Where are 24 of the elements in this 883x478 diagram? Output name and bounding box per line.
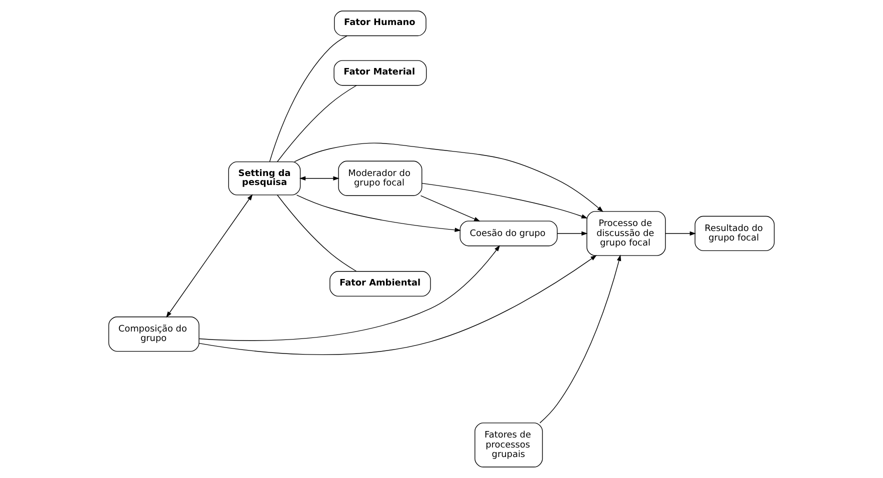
connector xyxy=(276,85,357,162)
node-box: Resultado do grupo focal xyxy=(694,216,775,252)
arrow xyxy=(299,176,340,181)
arrow xyxy=(556,231,588,236)
arrow xyxy=(665,231,696,236)
arrow xyxy=(422,182,588,218)
connector xyxy=(269,35,348,162)
arrow xyxy=(198,255,597,356)
node-box: Moderador do grupo focal xyxy=(338,160,422,196)
arrow xyxy=(198,245,500,341)
connector xyxy=(276,194,357,272)
arrow xyxy=(540,254,622,424)
node-box: Fator Humano xyxy=(334,10,426,36)
arrow xyxy=(296,194,461,232)
node-box: Setting da pesquisa xyxy=(228,162,301,196)
node-box: Fator Material xyxy=(334,60,427,86)
arrow xyxy=(420,195,480,222)
node-box: Fatores de processos grupais xyxy=(474,422,543,468)
node-box: Composição do grupo xyxy=(108,316,200,352)
arrow xyxy=(294,142,604,212)
node-box: Fator Ambiental xyxy=(330,271,431,297)
node-box: Coesão do grupo xyxy=(460,220,558,246)
arrow xyxy=(166,194,253,318)
node-box: Processo de discussão de grupo focal xyxy=(586,211,666,256)
